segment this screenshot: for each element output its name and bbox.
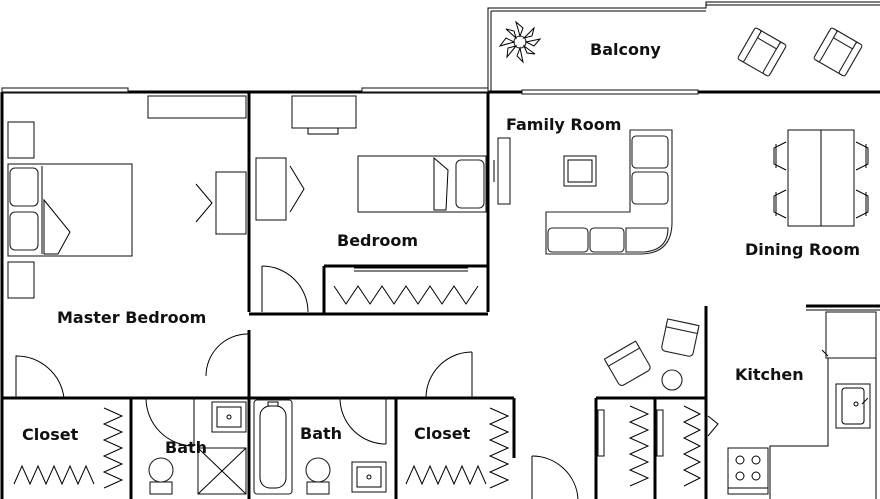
- chair-icon: [773, 141, 787, 171]
- toilet-icon: [305, 457, 331, 495]
- coffee-table: [563, 155, 597, 187]
- label-master-bedroom: Master Bedroom: [57, 308, 206, 327]
- tv-stand: [493, 137, 511, 205]
- utility-closets: [597, 405, 702, 487]
- label-balcony: Balcony: [590, 40, 661, 59]
- label-family-room: Family Room: [506, 115, 621, 134]
- chair-icon: [773, 189, 787, 219]
- bathtub-icon: [253, 399, 293, 495]
- label-closet-left: Closet: [22, 425, 79, 444]
- shower-icon: [197, 447, 247, 495]
- refrigerator: [825, 311, 877, 359]
- sink-icon: [835, 383, 871, 429]
- room-labels: Balcony Family Room Dining Room Bedroom …: [22, 40, 860, 457]
- bedroom-furniture: [255, 95, 487, 313]
- balcony-area: [487, 1, 880, 92]
- bed-icon: [357, 155, 487, 213]
- nightstand: [7, 261, 35, 299]
- chair-icon: [855, 141, 869, 171]
- side-table-icon: [661, 369, 683, 391]
- closet-left: [13, 355, 124, 489]
- desk-chair-icon: [255, 157, 305, 221]
- dresser: [147, 95, 247, 119]
- kitchen-furniture: [707, 311, 877, 499]
- label-bath-left: Bath: [165, 438, 207, 457]
- balcony-chair-icon: [813, 27, 863, 77]
- closet-bedroom: [333, 267, 479, 305]
- door-master: [205, 333, 249, 377]
- label-dining-room: Dining Room: [745, 240, 860, 259]
- toilet-icon: [148, 457, 174, 495]
- sectional-sofa-icon: [545, 129, 673, 255]
- balcony-chair-icon: [737, 27, 787, 77]
- bath-right: [253, 397, 387, 495]
- nightstand: [7, 121, 35, 159]
- bed-icon: [7, 163, 133, 257]
- label-bedroom: Bedroom: [337, 231, 418, 250]
- door-bedroom: [261, 265, 309, 313]
- plant-icon: [498, 20, 542, 64]
- label-kitchen: Kitchen: [735, 365, 804, 384]
- chair-icon: [855, 189, 869, 219]
- desk: [291, 95, 357, 129]
- armchair-icon: [603, 340, 651, 386]
- bath-left: [145, 397, 247, 495]
- closet-right: [405, 351, 510, 489]
- label-closet-right: Closet: [414, 424, 471, 443]
- dining-furniture: [773, 129, 869, 227]
- label-bath-right: Bath: [300, 424, 342, 443]
- family-room-furniture: [493, 129, 700, 391]
- master-bedroom-furniture: [7, 95, 247, 299]
- door-entry: [531, 455, 579, 499]
- desk-chair-icon: [195, 171, 247, 235]
- armchair-icon: [661, 318, 700, 357]
- windows: [1, 87, 699, 95]
- stove-icon: [727, 447, 769, 495]
